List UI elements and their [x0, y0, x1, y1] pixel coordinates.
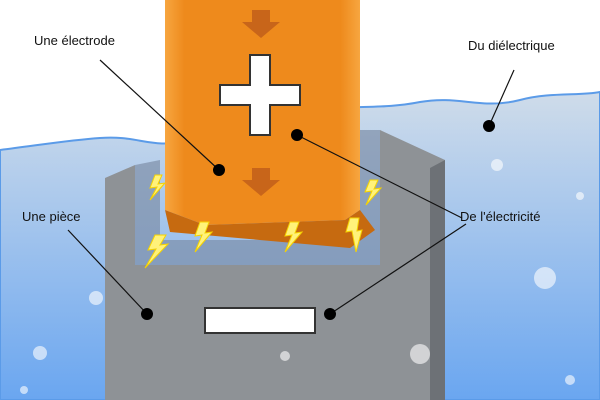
arrow-down-icon [242, 10, 280, 38]
pointer-dot [213, 164, 225, 176]
electrode-tip [165, 210, 375, 248]
minus-icon [204, 307, 316, 334]
spark-icon [364, 179, 383, 206]
spark-icon [345, 217, 363, 253]
arrow-down-icon [242, 168, 280, 196]
spark-icon [144, 234, 170, 269]
spark-icon [149, 174, 167, 201]
pointer-dot [291, 129, 303, 141]
workpiece-side [430, 160, 445, 400]
pointer-dot [141, 308, 153, 320]
label-dielectric: Du diélectrique [468, 38, 555, 53]
pointer-dot [324, 308, 336, 320]
pointer-dot [483, 120, 495, 132]
label-electricity: De l'électricité [460, 209, 541, 224]
spark-icon [194, 221, 214, 253]
label-workpiece: Une pièce [22, 209, 81, 224]
plus-icon [219, 54, 301, 136]
spark-icon [284, 221, 304, 253]
label-electrode: Une électrode [34, 33, 115, 48]
